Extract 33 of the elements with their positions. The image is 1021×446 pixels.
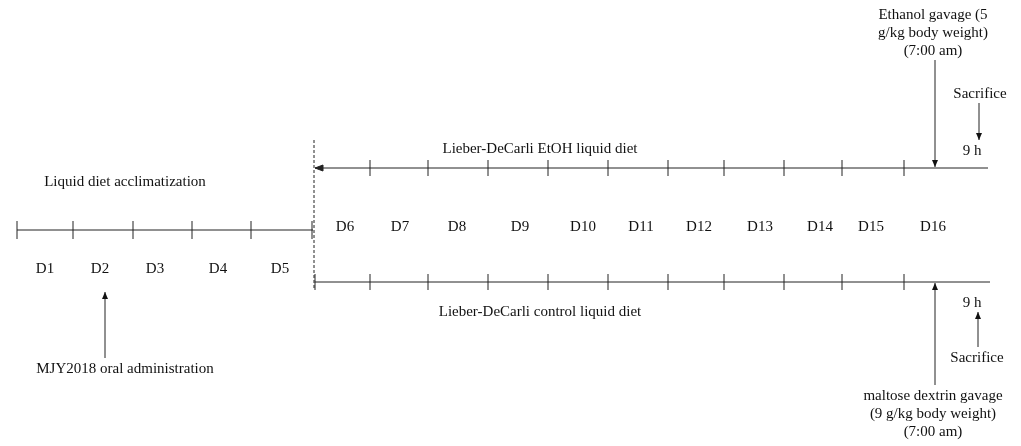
annotation-text: MJY2018 oral administration <box>36 359 214 377</box>
annotation-text: 9 h <box>962 293 982 311</box>
arrow <box>932 59 938 168</box>
annotation-text: 9 h <box>962 141 982 159</box>
day-label: D16 <box>920 218 946 234</box>
day-label: D9 <box>510 218 530 234</box>
day-label: D12 <box>686 218 712 234</box>
day-label: D1 <box>35 260 55 276</box>
day-label: D14 <box>807 218 833 234</box>
day-label: D5 <box>270 260 290 276</box>
day-label: D8 <box>447 218 467 234</box>
diet-label: Lieber-DeCarli EtOH liquid diet <box>442 140 638 156</box>
timeline-bar <box>314 159 989 177</box>
day-label: D10 <box>570 218 596 234</box>
day-label: D3 <box>145 260 165 276</box>
timeline-bar <box>314 273 991 291</box>
diet-label: Lieber-DeCarli control liquid diet <box>438 303 642 319</box>
arrow <box>932 282 938 386</box>
annotation-text: Sacrifice <box>953 84 1007 102</box>
phase-label: Liquid diet acclimatization <box>44 173 206 189</box>
arrow <box>976 102 982 141</box>
day-label: D15 <box>858 218 884 234</box>
annotation-text: Sacrifice <box>950 348 1004 366</box>
day-label: D11 <box>628 218 654 234</box>
arrow <box>975 311 981 348</box>
day-label: D2 <box>90 260 110 276</box>
day-label: D7 <box>390 218 410 234</box>
annotation-text: maltose dextrin gavage (9 g/kg body weight) (7:00 am) <box>858 386 1008 440</box>
arrow <box>102 291 108 359</box>
day-label: D13 <box>747 218 773 234</box>
day-label: D6 <box>335 218 355 234</box>
day-label: D4 <box>208 260 228 276</box>
annotation-text: Ethanol gavage (5 g/kg body weight) (7:00 am) <box>869 5 997 59</box>
